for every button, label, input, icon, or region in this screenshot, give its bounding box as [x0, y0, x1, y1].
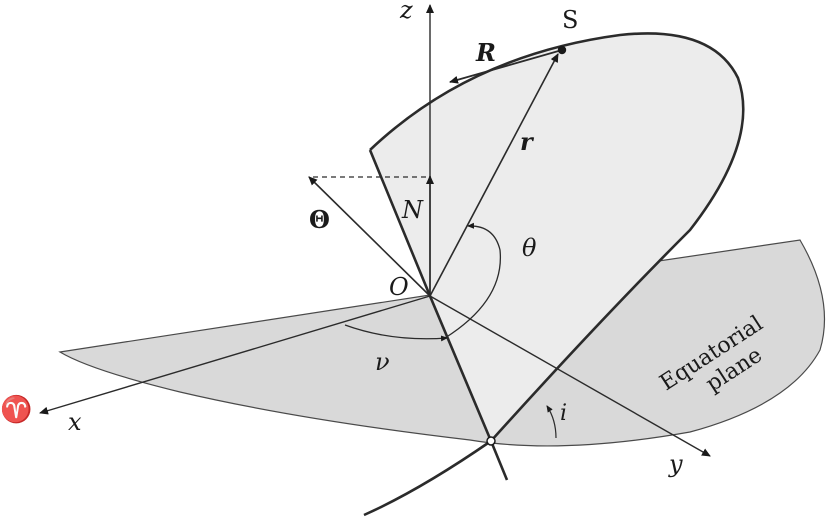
vernal-equinox-label: ♈ [0, 394, 32, 425]
angle-theta-label: θ [522, 234, 537, 262]
x-axis [39, 295, 431, 415]
ascending-node [486, 436, 496, 446]
vector-theta [308, 176, 431, 297]
vector-theta-label: Θ [309, 205, 330, 234]
z-axis-label: z [399, 0, 413, 24]
theta-angle-arc [444, 222, 502, 339]
vector-r [429, 53, 559, 297]
equatorial-plane [58, 239, 826, 447]
nu-angle-arc [344, 324, 448, 342]
vector-R-label: R [475, 38, 496, 67]
y-axis-label: y [668, 450, 683, 478]
y-axis [429, 295, 711, 457]
i-angle-arc [546, 405, 557, 439]
point-s-label: S [562, 6, 578, 34]
x-axis-label: x [68, 408, 82, 436]
line-of-nodes [368, 149, 509, 481]
point-s [557, 45, 567, 55]
origin-label: O [389, 273, 409, 301]
vector-R [449, 49, 563, 84]
vector-r-label: r [520, 127, 535, 156]
vector-n-label: N [401, 196, 424, 224]
angle-nu-label: ν [375, 348, 390, 376]
orbital-plane [370, 33, 744, 442]
angle-i-label: i [560, 401, 567, 426]
